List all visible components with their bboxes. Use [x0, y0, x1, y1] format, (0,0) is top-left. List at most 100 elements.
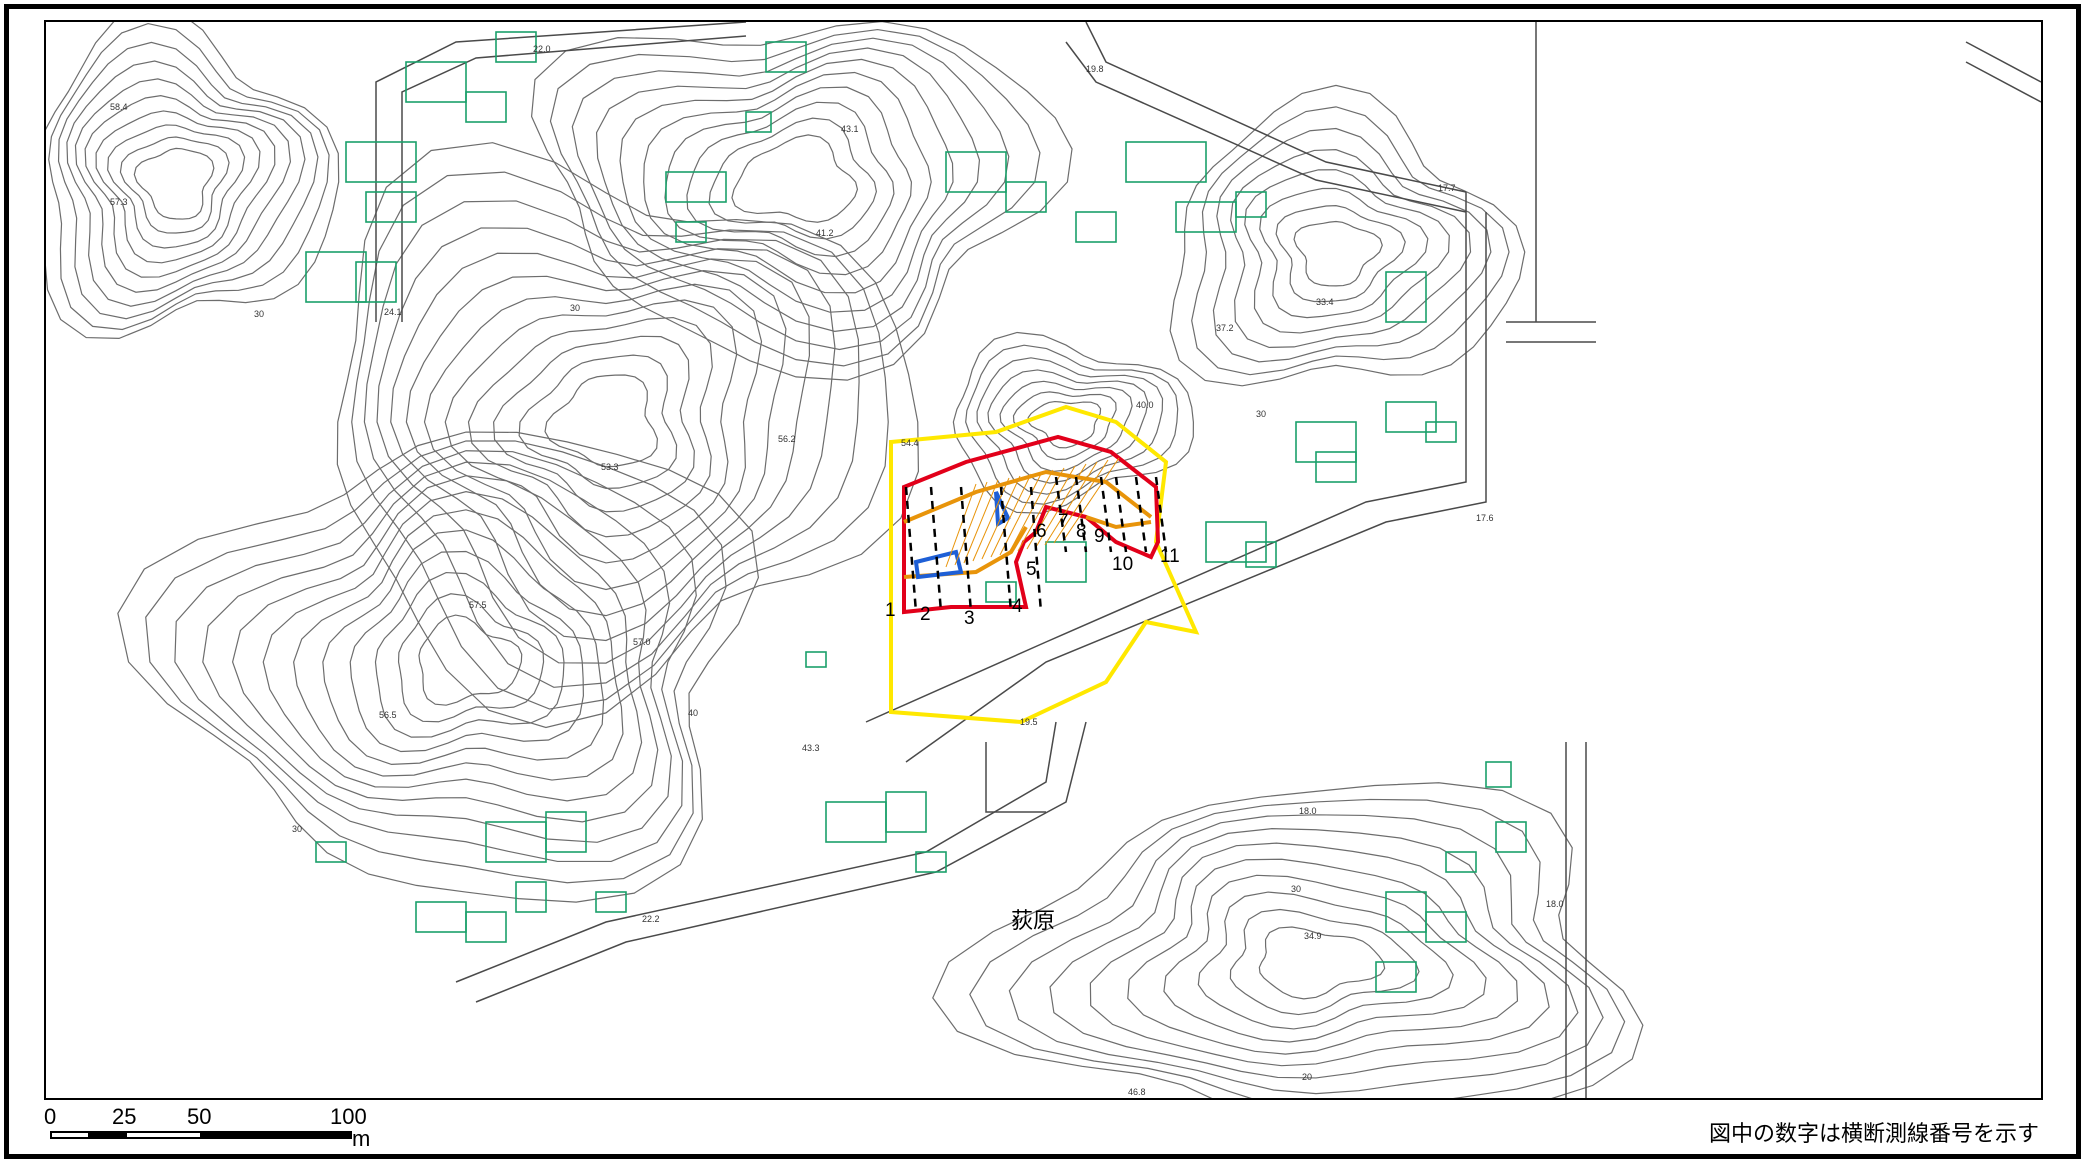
building-outline: [1385, 891, 1427, 933]
hatch-line: [963, 479, 999, 564]
building-outline: [1075, 211, 1117, 243]
contour-line: [351, 171, 889, 710]
scale-bar-segment: [88, 1131, 127, 1139]
section-line: [929, 486, 943, 613]
contour-line: [643, 71, 932, 294]
contour-line: [95, 110, 261, 264]
contour-line: [999, 380, 1133, 473]
section-line: [1029, 486, 1043, 613]
building-outline: [1425, 911, 1467, 943]
contour-line: [686, 101, 895, 258]
landslide-area-boundary: [889, 404, 1200, 725]
elevation-label: 30: [570, 303, 580, 313]
road-line: [1065, 41, 1467, 213]
contour-line: [1012, 391, 1117, 461]
section-line-number: 3: [964, 608, 975, 629]
hatch-line: [1062, 457, 1120, 542]
building-outline: [765, 41, 807, 73]
contour-line: [530, 22, 1073, 381]
section-line-number: 9: [1094, 526, 1105, 547]
elevation-label: 33.4: [1316, 297, 1334, 307]
contour-line: [145, 440, 727, 884]
elevation-label: 30: [254, 309, 264, 319]
buildings: [305, 31, 1527, 993]
road-line: [1085, 22, 1467, 193]
elevation-label: 30: [1291, 884, 1301, 894]
hatch-line: [1053, 459, 1109, 544]
road-line: [1965, 41, 2041, 83]
building-outline: [515, 881, 547, 913]
hatch-line: [981, 475, 1021, 560]
elevation-label: 58.4: [110, 102, 128, 112]
scale-tick-0: 0: [44, 1106, 56, 1129]
contour-line: [119, 136, 230, 234]
section-line: [1074, 476, 1088, 553]
building-outline: [315, 841, 347, 863]
road-line: [865, 192, 1467, 723]
building-outline: [675, 221, 707, 243]
contour-line: [418, 614, 523, 706]
scale-bar-segment: [200, 1131, 352, 1139]
section-line: [959, 486, 973, 613]
building-outline: [1235, 191, 1267, 218]
contour-line: [293, 509, 624, 781]
elevation-label: 40: [688, 708, 698, 718]
section-line: [1114, 476, 1128, 553]
elevation-label: 22.0: [533, 44, 551, 54]
section-line: [1134, 476, 1148, 553]
scale-bar-segment: [125, 1131, 202, 1139]
contour-line: [965, 344, 1179, 505]
building-outline: [1005, 181, 1047, 213]
elevation-label: 18.0: [1299, 806, 1317, 816]
contour-line: [549, 28, 1041, 367]
building-outline: [1445, 851, 1477, 873]
scarp-outline: [913, 549, 964, 580]
contour-line: [1212, 127, 1492, 363]
elevation-label: 24.1: [384, 307, 402, 317]
elevation-label: 19.8: [1086, 64, 1104, 74]
section-line: [904, 486, 918, 613]
contour-line: [423, 283, 763, 591]
contour-line: [1258, 926, 1386, 1000]
hatch-line: [999, 471, 1043, 556]
contour-line: [1275, 205, 1406, 303]
section-line-number: 1: [885, 600, 896, 621]
contour-line: [493, 335, 695, 513]
building-outline: [1045, 541, 1087, 583]
elevation-label: 54.4: [901, 438, 919, 448]
building-outline: [345, 141, 417, 183]
contour-line: [952, 331, 1194, 514]
elevation-label: 53.3: [601, 462, 619, 472]
building-outline: [1425, 421, 1457, 443]
contour-line: [595, 47, 981, 332]
contour-line: [262, 491, 643, 802]
building-outline: [985, 581, 1017, 603]
building-outline: [365, 191, 417, 223]
section-line-number: 10: [1112, 554, 1133, 575]
contour-line: [1259, 187, 1429, 319]
section-line-number: 2: [920, 604, 931, 625]
section-line-number: 6: [1036, 521, 1047, 542]
place-name: 荻原: [1011, 908, 1055, 933]
building-outline: [1485, 761, 1512, 788]
contour-line: [336, 142, 920, 729]
building-outline: [825, 801, 887, 843]
section-line-number: 7: [1058, 511, 1069, 532]
road-line: [985, 742, 1046, 813]
contour-line: [731, 134, 859, 223]
elevation-label: 56.5: [379, 710, 397, 720]
contour-line: [405, 270, 787, 617]
contour-line: [467, 316, 713, 538]
elevation-label: 43.1: [841, 124, 859, 134]
contour-line: [349, 550, 584, 753]
contour-line: [708, 117, 878, 240]
section-line: [999, 486, 1013, 613]
scale-tick-50: 50: [187, 1106, 211, 1129]
building-outline: [1385, 271, 1427, 323]
contour-line: [133, 147, 215, 220]
building-outline: [415, 901, 467, 933]
section-line-number: 5: [1026, 559, 1037, 580]
building-outline: [1375, 961, 1417, 993]
sub-block-line: [1085, 515, 1152, 530]
